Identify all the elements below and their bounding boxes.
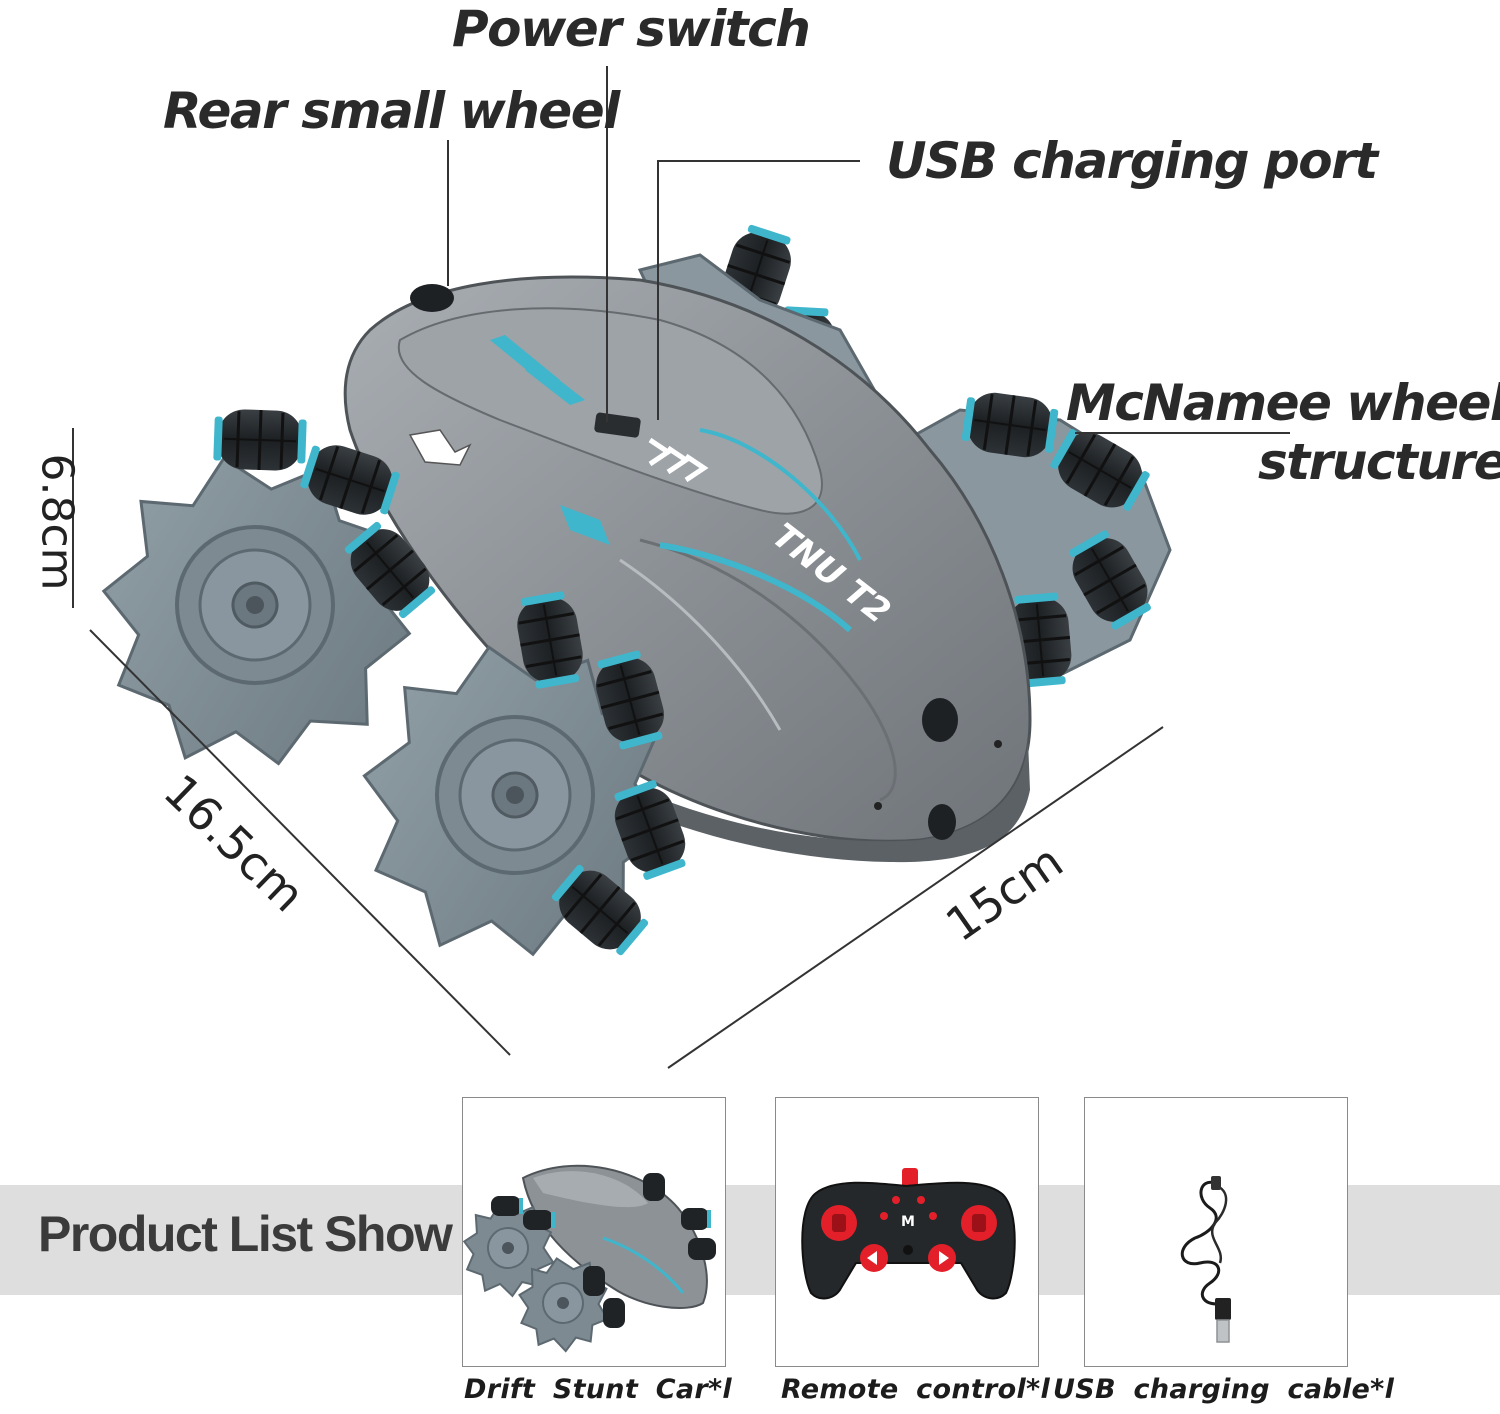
power-switch-leader-line [606, 66, 608, 422]
length-dimension-line [89, 629, 1164, 1069]
power-switch-label: Power switch [452, 0, 811, 58]
product-item-car-label: Drift Stunt Car*l [464, 1374, 732, 1405]
product-list-title: Product List Show [38, 1206, 453, 1262]
car-main-illustration: TNU T2 [75, 220, 1172, 981]
rear-small-wheel-label: Rear small wheel [163, 82, 620, 140]
usb-cable-thumbnail [1181, 1176, 1231, 1343]
product-item-car [462, 1097, 726, 1367]
height-dimension-line [72, 428, 74, 608]
mcnamee-leader-line [1075, 432, 1290, 434]
product-item-usb-cable [1084, 1097, 1348, 1367]
product-item-usb-cable-label: USB charging cable*l [1053, 1374, 1395, 1405]
remote-thumbnail: M [801, 1168, 1016, 1300]
usb-port-leader-line-h [657, 160, 860, 162]
rear-wheel-leader-line [447, 140, 449, 286]
usb-charging-port-label: USB charging port [886, 132, 1378, 190]
mcnamee-structure-label: structure [1258, 433, 1500, 491]
remote-mode-button-mark: M [901, 1214, 915, 1230]
car-thumbnail [463, 1164, 716, 1353]
mcnamee-wheel-label: McNamee wheel [1066, 374, 1500, 432]
product-item-remote: M [775, 1097, 1039, 1367]
usb-port-leader-line-v [657, 160, 659, 420]
product-item-remote-label: Remote control*l [781, 1374, 1051, 1405]
height-dimension-label: 6.8cm [31, 453, 83, 591]
